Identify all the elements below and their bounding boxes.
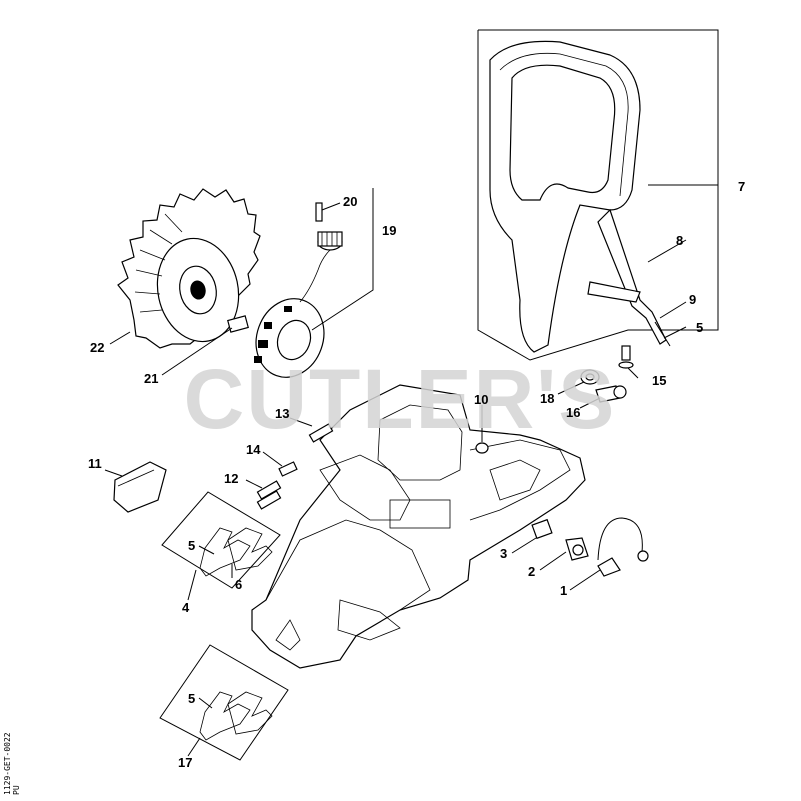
label-11: 11	[88, 456, 102, 471]
fasteners-15-16-18	[580, 345, 634, 403]
label-7: 7	[738, 179, 745, 194]
part-11	[113, 461, 167, 513]
label-5-box4: 5	[188, 538, 195, 553]
label-13: 13	[275, 406, 289, 421]
drawing-code-text: 1129-GET-0022	[3, 732, 12, 795]
label-5-box17: 5	[188, 691, 195, 706]
label-20: 20	[343, 194, 357, 209]
leader-lines	[104, 202, 687, 757]
parts-1-2-3	[531, 517, 649, 577]
label-19: 19	[382, 223, 396, 238]
drawing-code-suffix: PU	[12, 785, 21, 795]
label-12: 12	[224, 471, 238, 486]
flywheel-nut	[227, 315, 249, 333]
label-5-handle: 5	[696, 320, 703, 335]
leader-19	[311, 188, 374, 331]
crankcase-housing	[251, 384, 586, 669]
label-9: 9	[689, 292, 696, 307]
label-1: 1	[560, 583, 567, 598]
label-4: 4	[182, 600, 190, 615]
parts-12-13-14	[256, 423, 334, 510]
flywheel	[117, 188, 261, 349]
label-15: 15	[652, 373, 666, 388]
ignition-module	[254, 249, 331, 378]
drawing-code: 1129-GET-0022 PU	[3, 732, 21, 795]
part-10	[475, 442, 489, 454]
label-6: 6	[235, 577, 242, 592]
watermark-text: CUTLER'S	[184, 352, 617, 446]
label-16: 16	[566, 405, 580, 420]
label-14: 14	[246, 442, 261, 457]
label-18: 18	[540, 391, 554, 406]
front-handle-group	[477, 29, 719, 361]
label-8: 8	[676, 233, 683, 248]
spark-plug-parts	[315, 202, 343, 251]
label-21: 21	[144, 371, 158, 386]
assembly-box-4	[161, 491, 281, 589]
callout-labels: 1 2 3 4 5 5 5 6 7 8 9 10 11 12 13 14 15 …	[88, 179, 745, 770]
label-3: 3	[500, 546, 507, 561]
assembly-box-17	[159, 644, 289, 761]
label-22: 22	[90, 340, 104, 355]
label-2: 2	[528, 564, 535, 579]
label-10: 10	[474, 392, 488, 407]
label-17: 17	[178, 755, 192, 770]
